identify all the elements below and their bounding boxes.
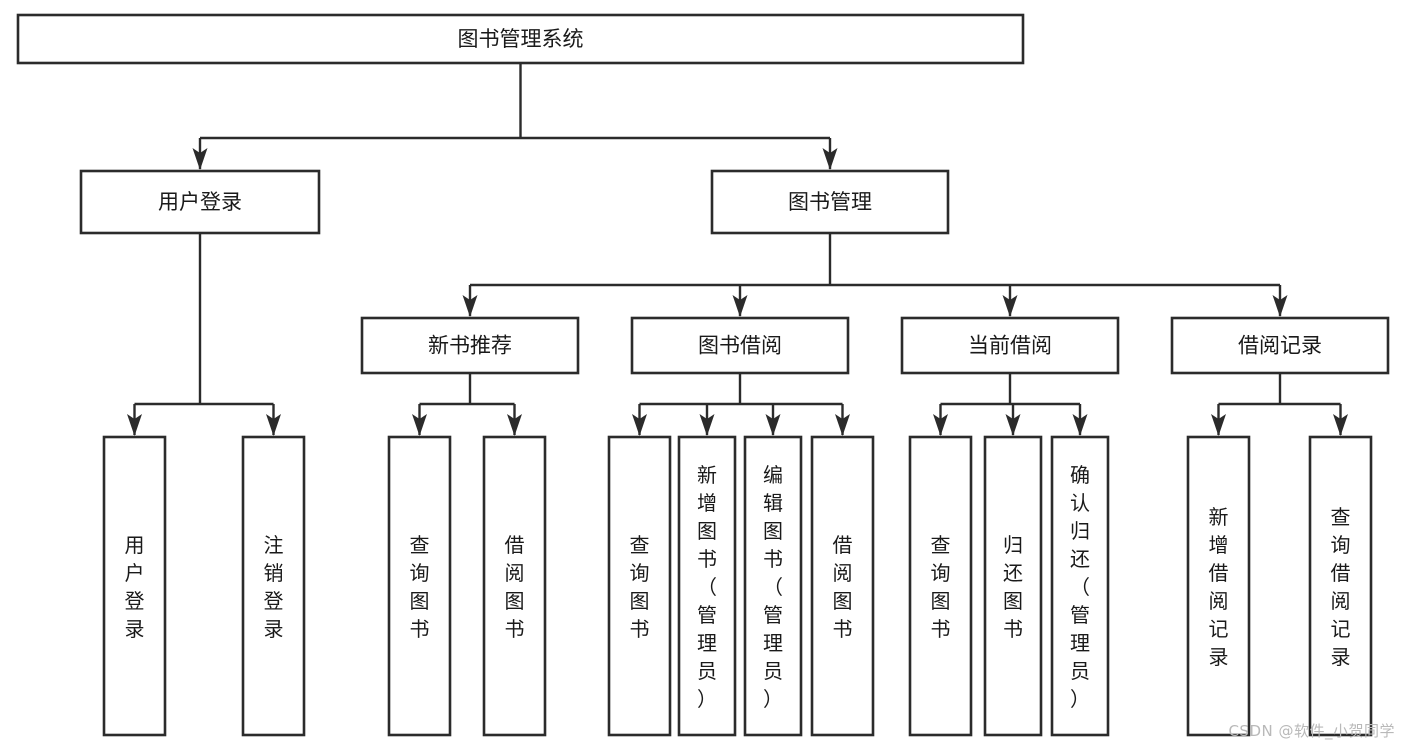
arrow-head-icon	[822, 148, 838, 170]
node-borrow[interactable]: 图书借阅	[630, 316, 850, 375]
node-box[interactable]	[360, 316, 580, 375]
node-box[interactable]	[79, 169, 321, 235]
node-box[interactable]	[677, 435, 737, 737]
node-label: 借阅图书	[833, 533, 853, 641]
arrow-head-icon	[1072, 414, 1088, 436]
node-box[interactable]	[900, 316, 1120, 375]
node-layer: 图书管理系统用户登录图书管理新书推荐图书借阅当前借阅借阅记录用户登录注销登录查询…	[16, 13, 1390, 737]
node-box[interactable]	[908, 435, 973, 737]
node-login[interactable]: 用户登录	[79, 169, 321, 235]
connector-group	[1211, 373, 1348, 436]
node-label: 借阅记录	[1238, 334, 1322, 358]
node-leaf-borrow-book-2[interactable]: 借阅图书	[810, 435, 875, 737]
node-box[interactable]	[1308, 435, 1373, 737]
node-box[interactable]	[607, 435, 672, 737]
node-label: 图书管理	[788, 190, 872, 214]
node-current[interactable]: 当前借阅	[900, 316, 1120, 375]
connector-group	[632, 373, 850, 436]
arrow-head-icon	[835, 414, 850, 436]
node-leaf-add-record[interactable]: 新增借阅记录	[1186, 435, 1251, 737]
arrow-head-icon	[765, 414, 781, 436]
node-leaf-confirm-return[interactable]: 确认归还（管理员）	[1050, 435, 1110, 737]
connector-group	[933, 373, 1088, 436]
node-label: 编辑图书（管理员）	[763, 463, 783, 711]
arrow-head-icon	[1211, 414, 1226, 436]
node-leaf-user-login[interactable]: 用户登录	[102, 435, 167, 737]
arrow-head-icon	[127, 414, 142, 436]
node-box[interactable]	[810, 435, 875, 737]
node-label: 用户登录	[158, 190, 242, 214]
connector-group	[412, 373, 522, 436]
node-label: 图书管理系统	[458, 27, 584, 51]
node-label: 查询图书	[931, 533, 951, 641]
node-leaf-query-book-1[interactable]: 查询图书	[387, 435, 452, 737]
node-box[interactable]	[387, 435, 452, 737]
arrow-head-icon	[1272, 295, 1288, 317]
arrow-head-icon	[632, 414, 647, 436]
node-label: 新增图书（管理员）	[697, 463, 717, 711]
node-box[interactable]	[983, 435, 1043, 737]
node-leaf-borrow-book-1[interactable]: 借阅图书	[482, 435, 547, 737]
node-label: 用户登录	[125, 533, 145, 641]
node-label: 当前借阅	[968, 334, 1052, 358]
node-label: 新增借阅记录	[1209, 505, 1229, 669]
node-label: 查询借阅记录	[1331, 505, 1351, 669]
arrow-head-icon	[266, 414, 281, 436]
node-leaf-query-book-3[interactable]: 查询图书	[908, 435, 973, 737]
node-label: 确认归还（管理员）	[1070, 463, 1090, 711]
node-box[interactable]	[482, 435, 547, 737]
node-leaf-query-record[interactable]: 查询借阅记录	[1308, 435, 1373, 737]
node-box[interactable]	[102, 435, 167, 737]
node-box[interactable]	[743, 435, 803, 737]
connector-group	[127, 233, 281, 436]
arrow-head-icon	[412, 414, 427, 436]
arrow-head-icon	[699, 414, 715, 436]
arrow-head-icon	[1333, 414, 1348, 436]
node-label: 注销登录	[264, 533, 284, 641]
node-box[interactable]	[1050, 435, 1110, 737]
node-leaf-add-book[interactable]: 新增图书（管理员）	[677, 435, 737, 737]
node-leaf-logout[interactable]: 注销登录	[241, 435, 306, 737]
node-leaf-return-book[interactable]: 归还图书	[983, 435, 1043, 737]
arrow-head-icon	[732, 295, 748, 317]
node-box[interactable]	[16, 13, 1025, 65]
node-box[interactable]	[241, 435, 306, 737]
node-root[interactable]: 图书管理系统	[16, 13, 1025, 65]
node-leaf-query-book-2[interactable]: 查询图书	[607, 435, 672, 737]
connector-group	[192, 63, 838, 170]
node-newbook[interactable]: 新书推荐	[360, 316, 580, 375]
arrow-head-icon	[933, 414, 948, 436]
node-label: 归还图书	[1003, 533, 1023, 641]
arrow-head-icon	[507, 414, 522, 436]
node-bookmgmt[interactable]: 图书管理	[710, 169, 950, 235]
node-label: 查询图书	[630, 533, 650, 641]
node-records[interactable]: 借阅记录	[1170, 316, 1390, 375]
arrow-head-icon	[462, 295, 478, 317]
arrow-head-icon	[1005, 414, 1021, 436]
node-leaf-edit-book[interactable]: 编辑图书（管理员）	[743, 435, 803, 737]
node-box[interactable]	[630, 316, 850, 375]
connector-group	[462, 233, 1288, 317]
connector-layer	[127, 63, 1348, 436]
node-label: 新书推荐	[428, 334, 512, 358]
node-label: 查询图书	[410, 533, 430, 641]
node-label: 图书借阅	[698, 334, 782, 358]
node-label: 借阅图书	[505, 533, 525, 641]
node-box[interactable]	[710, 169, 950, 235]
node-box[interactable]	[1186, 435, 1251, 737]
arrow-head-icon	[192, 148, 208, 170]
watermark-label: CSDN @软件_小贺同学	[1228, 722, 1395, 740]
arrow-head-icon	[1002, 295, 1018, 317]
node-box[interactable]	[1170, 316, 1390, 375]
